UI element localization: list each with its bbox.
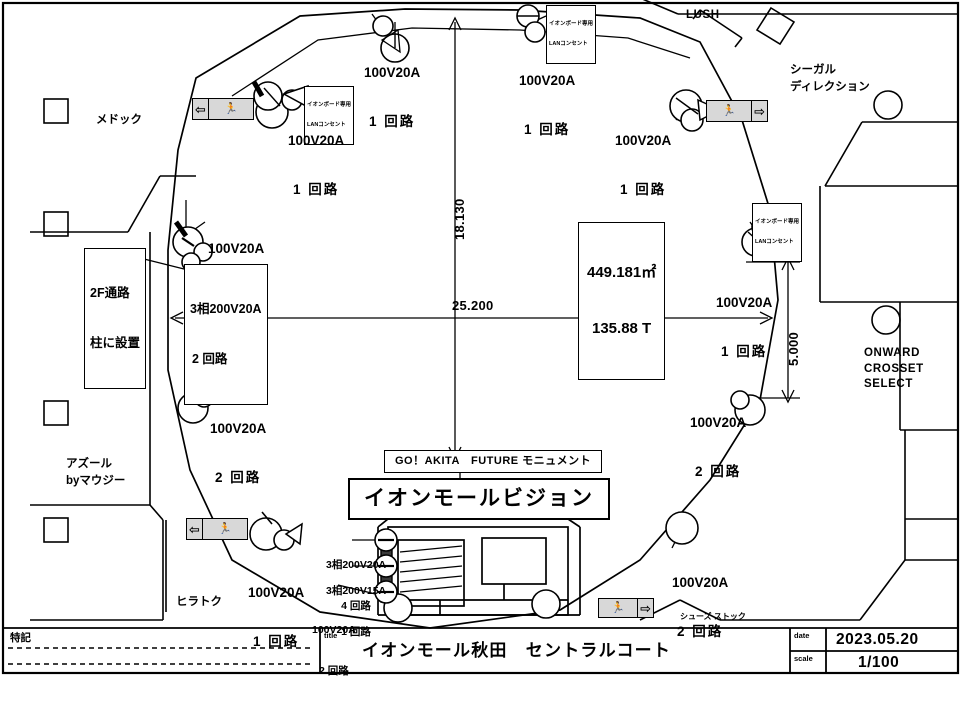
- circuit-power: 100V20A: [519, 72, 576, 88]
- divider: [750, 101, 753, 121]
- divider: [201, 519, 204, 539]
- circuit-callout-upper-right: 100V20A 1 回路: [615, 100, 671, 232]
- exit-arrow-left-icon: ⇦: [189, 521, 200, 537]
- circuit-count: 2 回路: [677, 624, 724, 640]
- circuit-count: 2 回路: [192, 352, 228, 367]
- drawing-scale: 1/100: [858, 654, 900, 671]
- lan-outlet-line2: LANコンセント: [549, 41, 588, 48]
- circuit-count: 1 回路: [293, 182, 340, 198]
- lan-outlet-callout: イオンボード専用 LANコンセント: [546, 5, 597, 64]
- emergency-exit-sign: 🏃 ⇨: [706, 100, 768, 122]
- area-value: 449.181㎡: [587, 263, 657, 281]
- dimension-horizontal: 25.200: [452, 298, 494, 313]
- running-person-icon: 🏃: [611, 601, 625, 614]
- circuit-power: 3相200V15A: [326, 585, 387, 598]
- drawing-title: イオンモール秋田 セントラルコート: [362, 641, 672, 660]
- drawing-sheet: ⇦ 🏃 🏃 ⇨ ⇦ 🏃 🏃 ⇨ イオンボード専用 LANコンセント イオンボード…: [0, 0, 961, 677]
- running-person-icon: 🏃: [722, 104, 736, 117]
- circuit-count: 1 回路: [369, 114, 416, 130]
- area-weight-box: 449.181㎡ 135.88 T: [578, 222, 666, 380]
- running-person-icon: 🏃: [224, 102, 238, 115]
- emergency-exit-sign: ⇦ 🏃: [192, 98, 254, 120]
- install-note-line1: 2F通路: [90, 285, 130, 300]
- circuit-callout-vision-b: 3相200V15A 1 回路: [326, 558, 386, 667]
- weight-value: 135.88 T: [592, 319, 652, 337]
- circuit-count: 1 回路: [253, 634, 300, 650]
- lan-outlet-line1: イオンボード専用: [755, 218, 800, 225]
- circuit-callout-right-mid: 100V20A 1 回路: [716, 262, 772, 394]
- emergency-exit-sign: 🏃 ⇨: [598, 598, 654, 618]
- circuit-power: 100V20A: [690, 414, 747, 430]
- exit-arrow-left-icon: ⇦: [195, 101, 206, 117]
- monument-label: GO！AKITA FUTURE モニュメント: [384, 450, 603, 474]
- lan-outlet-callout: イオンボード専用 LANコンセント: [304, 86, 355, 145]
- circuit-callout-bottom-left: 100V20A 1 回路: [248, 552, 304, 684]
- circuit-callout-bottom-right: 100V20A 2 回路: [672, 542, 728, 674]
- note-caption: 特記: [10, 632, 31, 644]
- circuit-power: 100V20A: [208, 240, 265, 256]
- circuit-power: 3相200V20A: [190, 301, 262, 316]
- circuit-count: 1 回路: [721, 344, 768, 360]
- tenant-label-shoes: シューズ ストック: [680, 612, 746, 621]
- circuit-power: 100V20A: [364, 64, 421, 80]
- circuit-power: 100V20A: [672, 574, 729, 590]
- circuit-power: 100V20A: [716, 294, 773, 310]
- scale-caption: scale: [794, 654, 813, 663]
- tenant-label-hiratoku: ヒラトク: [176, 596, 222, 608]
- circuit-count: 2 回路: [695, 464, 742, 480]
- circuit-count: 2 回路: [319, 665, 349, 678]
- circuit-callout-upper-left: 100V20A 1 回路: [288, 100, 344, 232]
- divider: [636, 599, 639, 617]
- tenant-label-seagull: シーガル ディレクション: [790, 64, 870, 93]
- circuit-power: 100V20A: [312, 624, 356, 637]
- lan-outlet-line2: LANコンセント: [307, 122, 346, 129]
- tenant-label-lush: LUSH: [686, 9, 720, 21]
- dimension-vertical: 18.130: [452, 198, 467, 240]
- circuit-count: 4 回路: [341, 600, 371, 613]
- exit-arrow-right-icon: ⇨: [754, 103, 765, 119]
- install-note-line2: 柱に設置: [90, 336, 141, 351]
- date-caption: date: [794, 631, 810, 640]
- circuit-callout-top-mid: 100V20A 1 回路: [519, 40, 575, 172]
- tenant-label-azul: アズール byマウジー: [66, 458, 126, 487]
- circuit-power: 100V20A: [615, 132, 672, 148]
- circuit-callout-left-3phase: 3相200V20A 2 回路: [184, 264, 268, 405]
- circuit-count: 2 回路: [215, 470, 262, 486]
- drawing-date: 2023.05.20: [836, 631, 919, 648]
- divider: [207, 99, 210, 119]
- dimension-right-vertical: 5.000: [786, 331, 801, 366]
- title-caption: title: [324, 631, 338, 640]
- install-location-note: 2F通路 柱に設置: [84, 248, 147, 389]
- circuit-count: 1 回路: [524, 122, 571, 138]
- lan-outlet-line1: イオンボード専用: [307, 101, 352, 108]
- lan-outlet-line2: LANコンセント: [755, 239, 794, 246]
- circuit-callout-vision-a: 3相200V20A 4 回路: [326, 532, 386, 641]
- circuit-callout-right-lower: 100V20A 2 回路: [690, 382, 746, 514]
- vision-label: イオンモールビジョン: [348, 478, 610, 520]
- running-person-icon: 🏃: [218, 522, 232, 535]
- circuit-count: 1 回路: [620, 182, 667, 198]
- tenant-label-medoc: メドック: [96, 114, 142, 126]
- circuit-callout-top-left: 100V20A 1 回路: [364, 32, 420, 164]
- circuit-callout-left-mid: 100V20A 2 回路: [210, 388, 266, 520]
- circuit-power: 100V20A: [288, 132, 345, 148]
- circuit-power: 100V20A: [210, 420, 267, 436]
- lan-outlet-callout: イオンボード専用 LANコンセント: [752, 203, 803, 262]
- circuit-callout-vision-c: 100V20A 2 回路: [312, 597, 356, 706]
- exit-arrow-right-icon: ⇨: [640, 600, 651, 616]
- circuit-power: 100V20A: [248, 584, 305, 600]
- tenant-label-onward: ONWARD CROSSET SELECT: [864, 347, 924, 391]
- circuit-power: 3相200V20A: [326, 559, 387, 572]
- circuit-count: 1 回路: [341, 626, 371, 639]
- lan-outlet-line1: イオンボード専用: [549, 20, 594, 27]
- emergency-exit-sign: ⇦ 🏃: [186, 518, 248, 540]
